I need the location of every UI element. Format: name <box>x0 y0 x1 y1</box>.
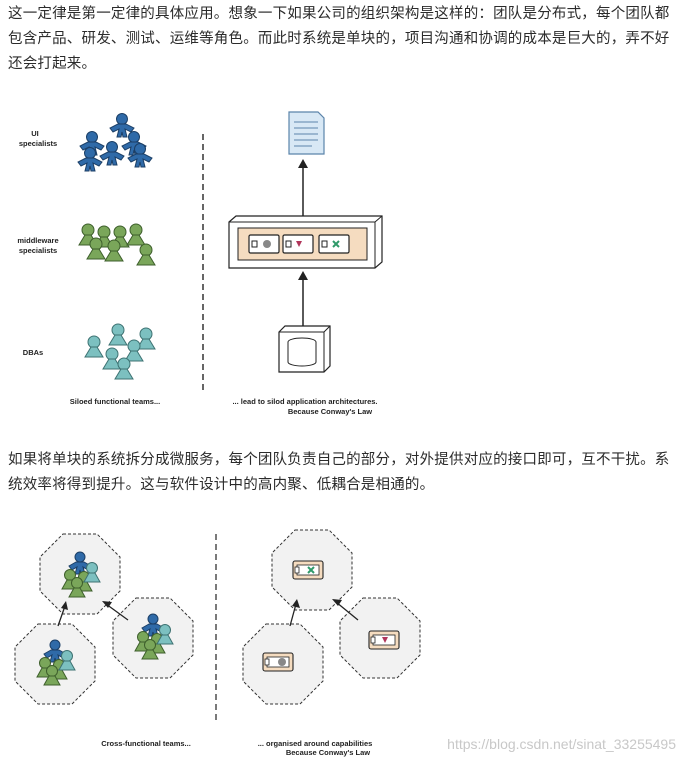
left-caption: Siloed functional teams... <box>70 397 160 406</box>
right-caption-2: Because Conway's Law <box>288 407 372 416</box>
capability-hexagon-bottom-left <box>242 623 324 705</box>
ui-specialists-group <box>77 113 153 172</box>
arrow-left-2 <box>105 603 129 621</box>
team-hexagon-bottom-right <box>112 597 194 679</box>
monolith-application-icon <box>228 215 383 269</box>
group-label-ui: UI <box>31 129 39 138</box>
arrow-left-1 <box>57 605 66 627</box>
capability-hexagon-bottom-right <box>339 597 421 679</box>
capability-hexagon-top <box>271 529 353 611</box>
document-icon <box>288 111 325 155</box>
group-label-dbas: DBAs <box>23 348 43 357</box>
team-hexagon-bottom-left <box>14 623 96 705</box>
right-caption-2-1: ... organised around capabilities <box>258 739 373 748</box>
conway-cross-functional-figure: Cross-functional teams... ... organised … <box>14 529 421 757</box>
group-label-middleware-2: specialists <box>19 246 57 255</box>
second-paragraph: 如果将单块的系统拆分成微服务，每个团队负责自己的部分，对外提供对应的接口即可，互… <box>8 452 670 493</box>
watermark: https://blog.csdn.net/sinat_33255495 <box>447 736 676 752</box>
conway-silo-figure: UI specialists middleware specialists DB… <box>17 111 383 416</box>
arrow-right-1 <box>289 603 297 627</box>
right-caption-1: ... lead to silod application architectu… <box>232 397 377 406</box>
group-label-middleware: middleware <box>17 236 58 245</box>
right-caption-2-2: Because Conway's Law <box>286 748 370 757</box>
arrow-right-2 <box>335 601 359 621</box>
intro-paragraph: 这一定律是第一定律的具体应用。想象一下如果公司的组织架构是这样的：团队是分布式，… <box>8 6 670 72</box>
left-caption-2: Cross-functional teams... <box>101 739 191 748</box>
group-label-ui-2: specialists <box>19 139 57 148</box>
dba-group <box>84 323 156 380</box>
middleware-specialists-group <box>78 223 156 266</box>
database-server-icon <box>278 325 331 373</box>
